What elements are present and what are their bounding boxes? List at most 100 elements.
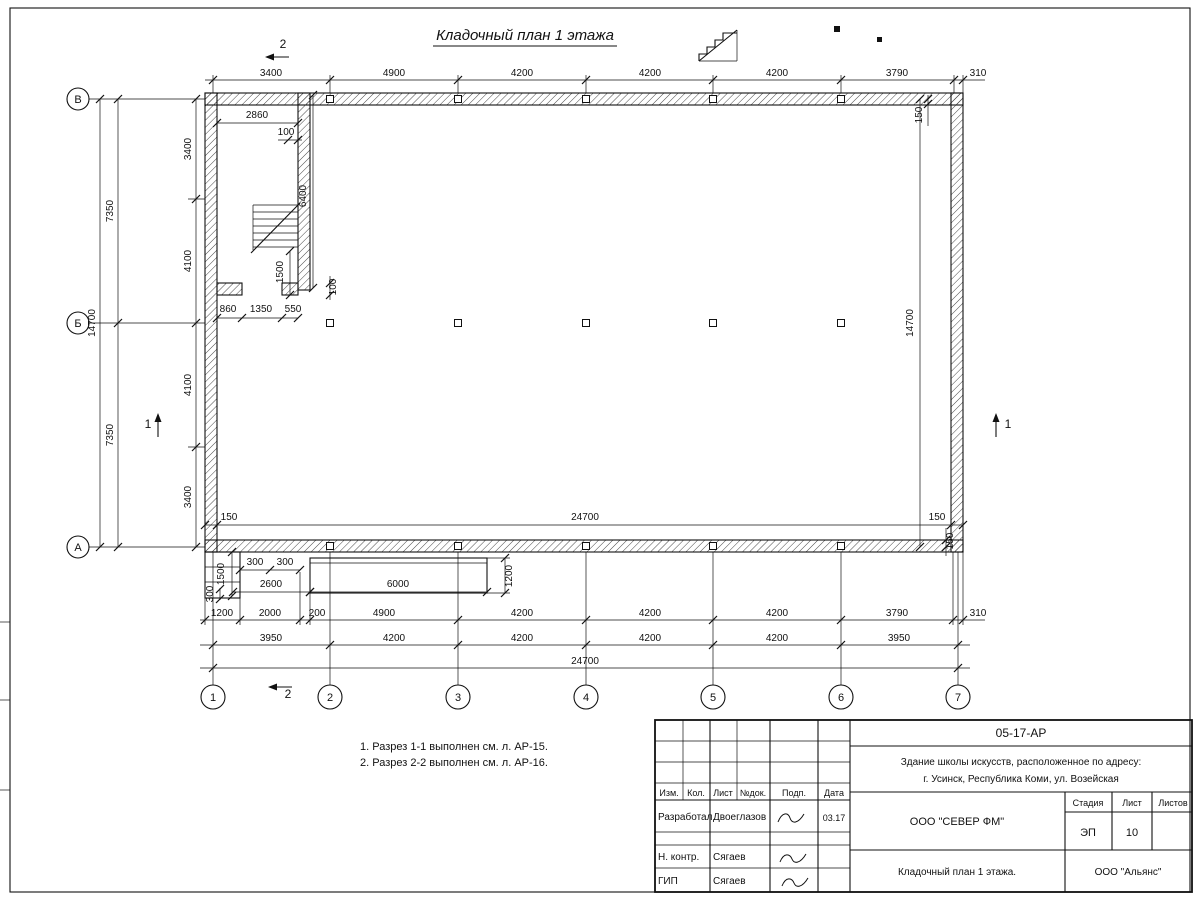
dim-label: 4200 <box>383 633 406 644</box>
section-marks: 2 2 1 1 <box>145 37 1012 701</box>
dim-ticks-stair-width <box>212 118 303 128</box>
tb-stage-label: Стадия <box>1073 798 1104 808</box>
tb-name: Сягаев <box>713 852 746 863</box>
dim-ticks-1500v <box>227 547 237 601</box>
dim-label: 300 <box>205 585 216 602</box>
tb-sheets-label: Листов <box>1158 798 1187 808</box>
tb-role: Разработал <box>658 811 713 823</box>
section-arrow-icon <box>265 53 274 61</box>
column-marker <box>326 95 334 103</box>
column-marker <box>709 542 717 550</box>
dim-label: 300 <box>277 557 294 568</box>
staircase <box>250 202 301 254</box>
dim-label: 3950 <box>888 633 911 644</box>
sheet-frame <box>0 7 1191 893</box>
dim-ticks-right-top150 <box>923 94 933 109</box>
column-marker <box>837 319 845 327</box>
tb-doc-number: 05-17-АР <box>996 726 1047 740</box>
dim-ticks-pier100b <box>325 278 335 300</box>
axis-label: 5 <box>710 692 716 704</box>
section-label: 2 <box>285 687 292 701</box>
section-arrow-icon <box>154 413 162 422</box>
axis-label: 6 <box>838 692 844 704</box>
marker-square-icon <box>834 26 840 32</box>
note-line: 1. Разрез 1-1 выполнен см. л. АР-15. <box>360 741 548 753</box>
dim-label: 860 <box>220 304 237 315</box>
axis-label: 3 <box>455 692 461 704</box>
dim-ticks-door <box>212 313 303 323</box>
tb-sheet-value: 10 <box>1126 827 1138 839</box>
axis-label: Б <box>74 318 81 330</box>
signature-icon <box>781 877 809 887</box>
column-marker <box>582 542 590 550</box>
dim-label: 6000 <box>387 579 410 590</box>
dim-ticks-top <box>208 75 968 85</box>
axis-label: 4 <box>583 692 589 704</box>
entrance-steps-left <box>204 551 241 599</box>
dim-label: 310 <box>970 68 987 79</box>
axis-bubble <box>573 684 599 710</box>
dim-ticks-inner-bottom <box>200 520 968 530</box>
column-marker <box>582 319 590 327</box>
dim-label: 310 <box>970 608 987 619</box>
dim-label: 3400 <box>183 137 194 160</box>
section-label: 1 <box>145 417 152 431</box>
dim-ticks-stair-depth <box>308 90 318 293</box>
dim-ticks-left-total <box>95 94 105 552</box>
dimension-lines <box>99 79 985 669</box>
dim-label: 4200 <box>639 68 662 79</box>
axis-bubble <box>66 535 90 559</box>
column-marker <box>837 95 845 103</box>
dim-label: 3400 <box>183 485 194 508</box>
tb-col-kol: Кол. <box>687 788 705 798</box>
dim-label: 24700 <box>571 512 599 523</box>
dim-label: 4200 <box>511 608 534 619</box>
dim-label: 100 <box>328 278 339 295</box>
dim-ticks-6000 <box>305 587 492 597</box>
dim-label: 4200 <box>511 633 534 644</box>
dim-label: 4900 <box>383 68 406 79</box>
dim-label: 150 <box>221 512 238 523</box>
wall-stairwell-right <box>297 92 311 291</box>
dim-ticks-300v <box>215 584 225 604</box>
axis-bubble <box>317 684 343 710</box>
notes: 1. Разрез 1-1 выполнен см. л. АР-15. 2. … <box>360 741 548 769</box>
dim-ticks-flight1500 <box>285 246 295 300</box>
dim-label: 1200 <box>504 564 515 587</box>
column-marker <box>709 319 717 327</box>
dim-ticks-bottom-axes <box>208 640 963 650</box>
section-label: 2 <box>280 37 287 51</box>
dim-label: 150 <box>945 532 956 549</box>
section-arrow-icon <box>268 683 277 691</box>
dim-label: 4200 <box>766 633 789 644</box>
tb-drawing-title: Кладочный план 1 этажа. <box>898 867 1016 878</box>
column-marker <box>326 542 334 550</box>
dim-label: 24700 <box>571 656 599 667</box>
marker-square-icon <box>877 37 882 42</box>
column-marker <box>454 319 462 327</box>
dim-label: 4100 <box>183 373 194 396</box>
wall-right <box>950 92 964 553</box>
dim-label: 2600 <box>260 579 283 590</box>
dim-label: 3790 <box>886 68 909 79</box>
axis-label: В <box>74 94 81 106</box>
building-walls <box>204 92 964 553</box>
axis-bubble <box>700 684 726 710</box>
dim-label: 200 <box>309 608 326 619</box>
dim-ticks-right-total <box>915 94 925 552</box>
dim-label: 2000 <box>259 608 282 619</box>
dim-label: 100 <box>278 127 295 138</box>
title-block: Изм. Кол. Лист №док. Подп. Дата Разработ… <box>654 719 1193 893</box>
tb-col-podp: Подп. <box>782 788 806 798</box>
tb-object-line2: г. Усинск, Республика Коми, ул. Возейска… <box>923 773 1119 785</box>
tb-object-line1: Здание школы искусств, расположенное по … <box>901 757 1141 768</box>
axis-bubbles: В Б А 1 2 3 4 5 6 7 <box>66 87 971 710</box>
axis-bubble <box>945 684 971 710</box>
dim-ticks-left-inner <box>191 94 201 552</box>
dim-label: 150 <box>914 106 925 123</box>
dim-label: 3790 <box>886 608 909 619</box>
axis-label: 2 <box>327 692 333 704</box>
axis-bubble <box>445 684 471 710</box>
dim-label: 1500 <box>275 260 286 283</box>
